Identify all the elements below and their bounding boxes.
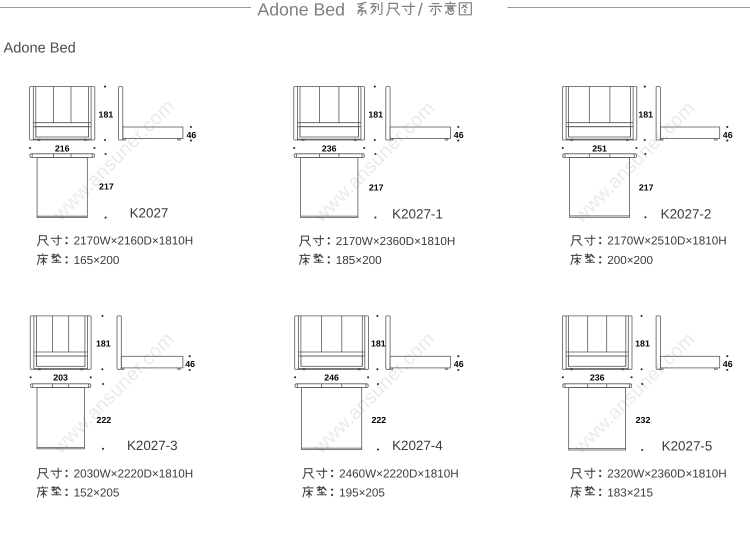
svg-text:236: 236 xyxy=(590,373,605,383)
svg-text:2460W×2220D×1810H: 2460W×2220D×1810H xyxy=(339,467,459,480)
svg-text:2030W×2220D×1810H: 2030W×2220D×1810H xyxy=(74,467,194,480)
svg-text:46: 46 xyxy=(185,359,195,369)
svg-text:K2027: K2027 xyxy=(130,206,169,221)
svg-text:46: 46 xyxy=(723,130,733,140)
svg-text:217: 217 xyxy=(99,182,114,192)
svg-text:195×205: 195×205 xyxy=(339,486,385,499)
svg-text:46: 46 xyxy=(187,130,197,140)
svg-text:217: 217 xyxy=(369,182,384,192)
svg-text:251: 251 xyxy=(592,143,607,153)
svg-text:K2027-3: K2027-3 xyxy=(127,438,178,453)
svg-text:185×200: 185×200 xyxy=(336,254,382,267)
svg-text:181: 181 xyxy=(368,109,383,119)
svg-text:2170W×2510D×1810H: 2170W×2510D×1810H xyxy=(607,234,727,247)
svg-text:K2027-2: K2027-2 xyxy=(661,206,712,221)
svg-text:46: 46 xyxy=(454,359,464,369)
svg-text:Adone Bed: Adone Bed xyxy=(4,40,76,56)
svg-text:181: 181 xyxy=(371,339,386,349)
svg-text:181: 181 xyxy=(96,339,111,349)
svg-text:222: 222 xyxy=(96,415,111,425)
svg-text:/: / xyxy=(418,0,423,20)
svg-text:181: 181 xyxy=(635,339,650,349)
svg-text:183×215: 183×215 xyxy=(607,486,653,499)
svg-text:K2027-5: K2027-5 xyxy=(662,439,713,454)
svg-text:216: 216 xyxy=(55,143,70,153)
svg-text:232: 232 xyxy=(636,415,651,425)
svg-text:222: 222 xyxy=(371,415,386,425)
svg-text:217: 217 xyxy=(639,182,654,192)
svg-text:246: 246 xyxy=(324,373,339,383)
svg-text:K2027-4: K2027-4 xyxy=(392,438,443,453)
svg-text:K2027-1: K2027-1 xyxy=(392,206,443,221)
svg-text:152×205: 152×205 xyxy=(74,486,120,499)
svg-text:46: 46 xyxy=(723,359,733,369)
svg-text:236: 236 xyxy=(322,143,337,153)
svg-text:2170W×2160D×1810H: 2170W×2160D×1810H xyxy=(74,234,194,247)
svg-text:46: 46 xyxy=(454,130,464,140)
svg-text:2320W×2360D×1810H: 2320W×2360D×1810H xyxy=(607,467,727,480)
svg-text:203: 203 xyxy=(53,373,68,383)
svg-text:165×200: 165×200 xyxy=(74,254,120,267)
svg-text:2170W×2360D×1810H: 2170W×2360D×1810H xyxy=(336,235,456,248)
svg-text:Adone Bed: Adone Bed xyxy=(257,0,345,20)
svg-text:200×200: 200×200 xyxy=(607,254,653,267)
svg-text:181: 181 xyxy=(99,109,114,119)
svg-text:181: 181 xyxy=(638,109,653,119)
